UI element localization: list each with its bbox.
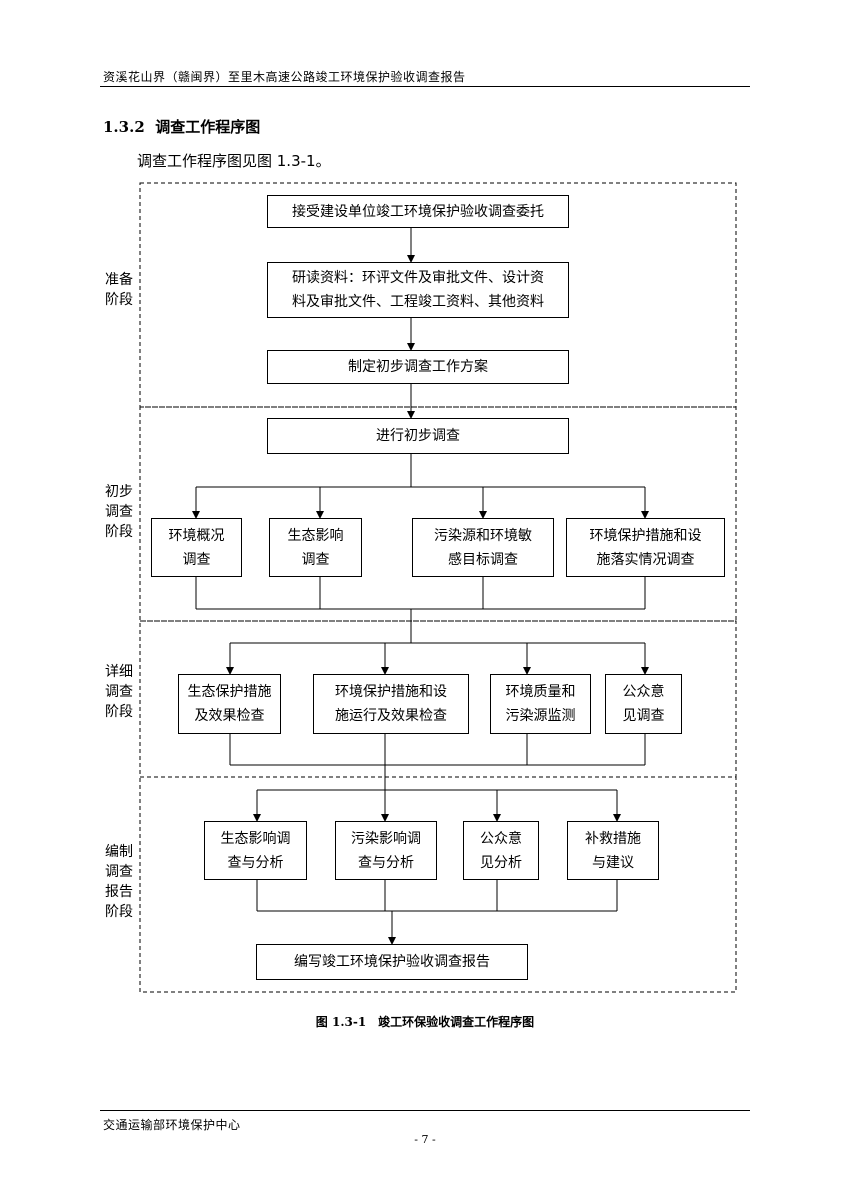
footer-divider bbox=[100, 1110, 750, 1111]
box-text: 污染源监测 bbox=[505, 708, 576, 724]
box-text: 污染源和环境敏 bbox=[434, 527, 532, 544]
box-text: 感目标调查 bbox=[448, 551, 518, 568]
box-preliminary-survey: 进行初步调查 bbox=[267, 418, 569, 454]
box-text: 公众意 bbox=[622, 684, 665, 700]
stage-label-line: 阶段 bbox=[105, 524, 133, 540]
box-text: 研读资料：环评文件及审批文件、设计资 bbox=[292, 270, 544, 286]
box-accept-commission: 接受建设单位竣工环境保护验收调查委托 bbox=[267, 195, 569, 228]
stage-label-preliminary: 初步 调查 阶段 bbox=[97, 482, 141, 542]
box-text: 查与分析 bbox=[227, 854, 284, 871]
header-divider bbox=[100, 86, 750, 87]
box-environment-overview: 环境概况 调查 bbox=[151, 518, 242, 577]
box-text: 见调查 bbox=[622, 708, 665, 724]
box-study-materials: 研读资料：环评文件及审批文件、设计资 料及审批文件、工程竣工资料、其他资料 bbox=[267, 262, 569, 318]
stage-label-line: 调查 bbox=[105, 504, 133, 520]
document-header: 资溪花山界（赣闽界）至里木高速公路竣工环境保护验收调查报告 bbox=[103, 70, 466, 84]
box-text: 环境概况 bbox=[168, 527, 225, 544]
stage-label-report: 编制 调查 报告 阶段 bbox=[97, 842, 141, 922]
stage-label-line: 初步 bbox=[105, 484, 133, 500]
section-number: 1.3.2 bbox=[103, 118, 145, 136]
box-text: 料及审批文件、工程竣工资料、其他资料 bbox=[292, 294, 544, 310]
box-initial-plan: 制定初步调查工作方案 bbox=[267, 350, 569, 384]
section-title: 1.3.2 调查工作程序图 bbox=[103, 116, 260, 137]
box-text: 生态影响 bbox=[287, 527, 344, 544]
stage-label-detailed: 详细 调查 阶段 bbox=[97, 662, 141, 722]
box-text: 补救措施 bbox=[585, 830, 641, 847]
box-text: 调查 bbox=[301, 551, 330, 568]
box-text: 编写竣工环境保护验收调查报告 bbox=[294, 954, 490, 970]
page-number: - 7 - bbox=[414, 1133, 436, 1146]
stage-label-line: 报告 bbox=[105, 884, 133, 900]
section-heading: 调查工作程序图 bbox=[155, 118, 261, 136]
box-quality-monitoring: 环境质量和 污染源监测 bbox=[490, 674, 591, 734]
figure-caption: 图 1.3-1 竣工环保验收调查工作程序图 bbox=[315, 1015, 535, 1029]
stage-label-line: 阶段 bbox=[105, 904, 133, 920]
box-protection-measures: 环境保护措施和设 施落实情况调查 bbox=[566, 518, 725, 577]
box-text: 环境保护措施和设 bbox=[589, 527, 702, 544]
stage-frame-report bbox=[139, 776, 737, 993]
box-write-report: 编写竣工环境保护验收调查报告 bbox=[256, 944, 528, 980]
intro-paragraph: 调查工作程序图见图 1.3-1。 bbox=[137, 152, 331, 170]
box-text: 公众意 bbox=[480, 830, 522, 847]
box-ecological-impact: 生态影响 调查 bbox=[269, 518, 362, 577]
box-text: 接受建设单位竣工环境保护验收调查委托 bbox=[292, 203, 544, 220]
box-text: 查与分析 bbox=[358, 854, 414, 871]
box-remedial-suggestions: 补救措施 与建议 bbox=[567, 821, 659, 880]
footer-organization: 交通运输部环境保护中心 bbox=[103, 1118, 241, 1132]
box-text: 施运行及效果检查 bbox=[335, 708, 447, 724]
stage-label-line: 编制 bbox=[105, 844, 133, 860]
box-public-opinion-analysis: 公众意 见分析 bbox=[463, 821, 539, 880]
box-text: 进行初步调查 bbox=[376, 428, 460, 444]
box-facility-operation-check: 环境保护措施和设 施运行及效果检查 bbox=[313, 674, 469, 734]
box-text: 见分析 bbox=[480, 854, 522, 871]
box-text: 生态影响调 bbox=[220, 830, 291, 847]
box-public-opinion-survey: 公众意 见调查 bbox=[605, 674, 682, 734]
stage-label-line: 调查 bbox=[105, 684, 133, 700]
box-eco-impact-analysis: 生态影响调 查与分析 bbox=[204, 821, 307, 880]
box-text: 环境保护措施和设 bbox=[335, 684, 447, 700]
box-text: 与建议 bbox=[592, 854, 634, 871]
box-text: 污染影响调 bbox=[351, 830, 421, 847]
stage-label-prepare: 准备 阶段 bbox=[97, 270, 141, 310]
stage-label-line: 阶段 bbox=[105, 704, 133, 720]
box-text: 制定初步调查工作方案 bbox=[348, 359, 488, 375]
box-pollution-sources: 污染源和环境敏 感目标调查 bbox=[412, 518, 554, 577]
stage-frame-prepare bbox=[139, 182, 737, 408]
box-text: 施落实情况调查 bbox=[596, 551, 695, 568]
stage-label-line: 详细 bbox=[105, 664, 133, 680]
box-text: 及效果检查 bbox=[194, 708, 265, 724]
box-text: 调查 bbox=[182, 551, 211, 568]
box-pollution-impact-analysis: 污染影响调 查与分析 bbox=[335, 821, 437, 880]
box-eco-protection-check: 生态保护措施 及效果检查 bbox=[178, 674, 281, 734]
box-text: 生态保护措施 bbox=[187, 684, 272, 700]
box-text: 环境质量和 bbox=[505, 684, 576, 700]
stage-label-line: 阶段 bbox=[105, 292, 133, 308]
stage-label-line: 调查 bbox=[105, 864, 133, 880]
stage-label-line: 准备 bbox=[105, 272, 133, 288]
